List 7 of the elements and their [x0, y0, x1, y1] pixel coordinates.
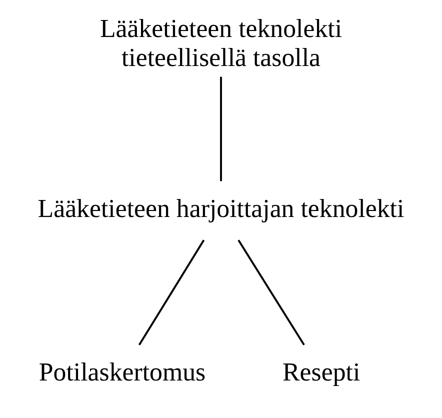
- connector: [138, 240, 205, 346]
- connector: [238, 240, 305, 346]
- connector: [220, 76, 222, 182]
- node-text: Resepti: [282, 357, 360, 386]
- node-text: Lääketieteen harjoittajan teknolekti: [38, 194, 404, 223]
- node-text: Potilaskertomus: [38, 357, 206, 386]
- node-text: Lääketieteen teknolekti tieteellisellä tasolla: [100, 14, 342, 72]
